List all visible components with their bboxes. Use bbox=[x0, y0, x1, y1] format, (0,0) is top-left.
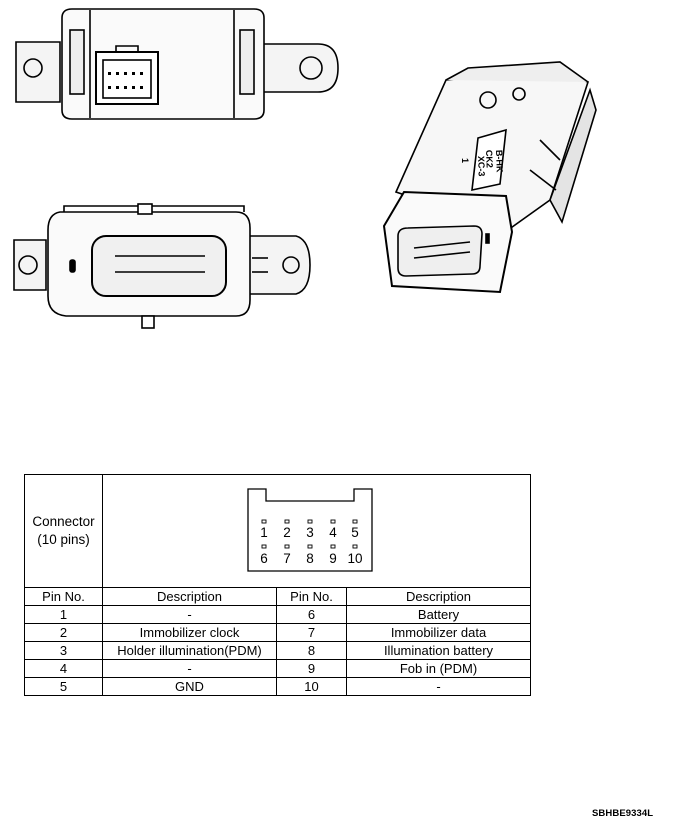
switch-marking-3: XC-3 bbox=[476, 156, 487, 177]
connector-pin-9: 9 bbox=[329, 551, 337, 566]
pin-number-cell: 9 bbox=[276, 659, 347, 678]
header-pin-no-left: Pin No. bbox=[24, 587, 103, 606]
connector-diagram-cell: 1 2 3 4 5 6 7 8 9 10 bbox=[101, 474, 532, 588]
pin-number-cell: 7 bbox=[276, 623, 347, 642]
connector-pin-4: 4 bbox=[329, 525, 337, 540]
switch-marking-2: B-HK bbox=[494, 150, 505, 173]
table-row: 5 GND 10 - bbox=[24, 677, 532, 696]
pin-description-cell: - bbox=[102, 659, 277, 678]
pin-description-cell: GND bbox=[102, 677, 277, 696]
pin-description-cell: - bbox=[345, 677, 532, 696]
connector-pin-markers bbox=[261, 519, 358, 549]
connector-pin-7: 7 bbox=[283, 551, 291, 566]
connector-pin-10: 10 bbox=[347, 551, 362, 566]
table-row: 2 Immobilizer clock 7 Immobilizer data bbox=[24, 623, 532, 642]
connector-label-line1: Connector bbox=[32, 514, 95, 529]
connector-housing-outline bbox=[247, 488, 373, 572]
pin-description-cell: - bbox=[102, 605, 277, 624]
connector-pin-5: 5 bbox=[351, 525, 359, 540]
connector-pin-1: 1 bbox=[260, 525, 268, 540]
connector-pin-2: 2 bbox=[283, 525, 291, 540]
table-row: 1 - 6 Battery bbox=[24, 605, 532, 624]
pin-number-cell: 8 bbox=[276, 641, 347, 660]
pin-description-cell: Battery bbox=[345, 605, 532, 624]
connector-row: Connector (10 pins) 1 bbox=[24, 474, 532, 588]
switch-rear-view bbox=[15, 8, 339, 120]
switch-front-view bbox=[13, 203, 311, 329]
pin-number-cell: 1 bbox=[24, 605, 103, 624]
pin-number-cell: 5 bbox=[24, 677, 103, 696]
pin-description-cell: Fob in (PDM) bbox=[345, 659, 532, 678]
header-pin-no-right: Pin No. bbox=[276, 587, 347, 606]
header-description-right: Description bbox=[345, 587, 532, 606]
pin-description-cell: Illumination battery bbox=[345, 641, 532, 660]
switch-isometric-view: CK2 B-HK XC-3 1 bbox=[382, 61, 597, 294]
switch-marking-1: CK2 bbox=[484, 150, 495, 168]
switch-illustrations: CK2 B-HK XC-3 1 bbox=[13, 8, 597, 329]
connector-pin-8: 8 bbox=[306, 551, 314, 566]
pin-description-cell: Immobilizer data bbox=[345, 623, 532, 642]
table-row: 3 Holder illumination(PDM) 8 Illuminatio… bbox=[24, 641, 532, 660]
pin-number-cell: 3 bbox=[24, 641, 103, 660]
pin-description-cell: Immobilizer clock bbox=[102, 623, 277, 642]
connector-pin-6: 6 bbox=[260, 551, 268, 566]
connector-label-line2: (10 pins) bbox=[37, 532, 90, 547]
pin-number-cell: 10 bbox=[276, 677, 347, 696]
connector-pin-3: 3 bbox=[306, 525, 314, 540]
pin-description-cell: Holder illumination(PDM) bbox=[102, 641, 277, 660]
table-header-row: Pin No. Description Pin No. Description bbox=[24, 587, 532, 606]
connector-label: Connector (10 pins) bbox=[24, 474, 103, 588]
pin-number-cell: 2 bbox=[24, 623, 103, 642]
pin-table: Connector (10 pins) 1 bbox=[24, 474, 532, 696]
connector-diagram: 1 2 3 4 5 6 7 8 9 10 bbox=[247, 488, 373, 572]
pin-number-cell: 6 bbox=[276, 605, 347, 624]
switch-marking-0: 1 bbox=[460, 158, 470, 163]
header-description-left: Description bbox=[102, 587, 277, 606]
figure-caption: SBHBE9334L bbox=[592, 808, 654, 819]
pin-number-cell: 4 bbox=[24, 659, 103, 678]
table-row: 4 - 9 Fob in (PDM) bbox=[24, 659, 532, 678]
